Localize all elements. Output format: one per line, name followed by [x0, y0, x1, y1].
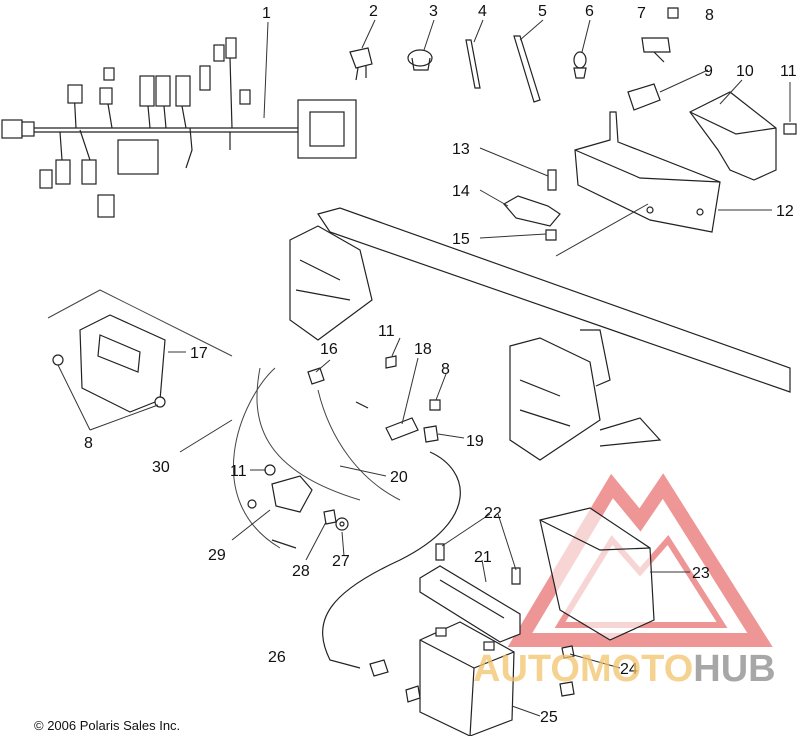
callout-15: 15 — [452, 231, 470, 248]
part-solenoid-29 — [247, 464, 313, 549]
part-14-horn — [503, 195, 561, 227]
part-22-bolts — [435, 543, 521, 585]
callout-6: 6 — [585, 3, 594, 20]
callout-10: 10 — [736, 63, 754, 80]
part-9-relay — [627, 83, 661, 111]
callout-4: 4 — [478, 3, 487, 20]
callout-12: 12 — [776, 203, 794, 220]
part-23-battery-box — [539, 507, 655, 641]
callout-21: 21 — [474, 549, 492, 566]
part-16-nut — [307, 367, 369, 409]
part-10-cover — [689, 91, 777, 181]
copyright-notice: © 2006 Polaris Sales Inc. — [34, 718, 181, 733]
part-28-nut — [323, 509, 337, 525]
callout-2: 2 — [369, 3, 378, 20]
callout-17: 17 — [190, 345, 208, 362]
callout-8-top: 8 — [705, 7, 714, 24]
part-26-cable-end — [369, 659, 421, 703]
callout-14: 14 — [452, 183, 470, 200]
watermark-word-b: HUB — [693, 648, 776, 690]
part-15-nut — [545, 229, 557, 241]
part-13-screw — [547, 169, 557, 191]
leader-lines — [57, 19, 791, 717]
callout-19: 19 — [466, 433, 484, 450]
frame — [289, 207, 791, 461]
part-2-connector — [349, 47, 373, 81]
callout-29: 29 — [208, 547, 226, 564]
callout-28: 28 — [292, 563, 310, 580]
callout-11-top: 11 — [780, 63, 797, 80]
part-25-battery — [419, 621, 515, 736]
callout-1: 1 — [262, 5, 271, 22]
cables — [232, 367, 461, 669]
part-3-switch — [407, 49, 433, 71]
wire-harness — [1, 37, 357, 218]
callout-27: 27 — [332, 553, 350, 570]
callout-9: 9 — [704, 63, 713, 80]
part-8-nut-top — [667, 7, 679, 19]
callout-13: 13 — [452, 141, 470, 158]
part-21-strap — [419, 565, 521, 643]
part-11-screw-mid — [385, 355, 397, 369]
part-19-clip — [423, 425, 439, 443]
callout-30: 30 — [152, 459, 170, 476]
callout-8-mid: 8 — [441, 361, 450, 378]
part-11-screw-top — [783, 123, 797, 135]
callout-24: 24 — [620, 661, 638, 678]
part-17-plate — [47, 289, 233, 413]
part-27-washer — [335, 517, 349, 531]
callout-labels: 1 2 3 4 5 6 7 8 9 10 11 11 12 13 14 15 1… — [84, 3, 797, 726]
callout-7: 7 — [637, 5, 646, 22]
part-5-rod — [513, 35, 541, 103]
callout-11-mid: 11 — [378, 323, 395, 340]
part-7-bracket — [641, 37, 671, 63]
callout-26: 26 — [268, 649, 286, 666]
callout-22: 22 — [484, 505, 502, 522]
callout-23: 23 — [692, 565, 710, 582]
part-8-nut-mid — [429, 399, 441, 411]
callout-3: 3 — [429, 3, 438, 20]
part-12-bracket — [574, 111, 721, 233]
callout-11-low: 11 — [230, 463, 247, 480]
callout-18: 18 — [414, 341, 432, 358]
part-6-bulb — [573, 51, 587, 79]
callout-5: 5 — [538, 3, 547, 20]
watermark-word-a: AUTOMOTO — [473, 648, 694, 690]
part-18-spring — [385, 417, 419, 441]
callout-16: 16 — [320, 341, 338, 358]
callout-20: 20 — [390, 469, 408, 486]
part-4-rod — [465, 39, 481, 89]
part-24-nut — [559, 645, 575, 697]
callout-25: 25 — [540, 709, 558, 726]
callout-8-left: 8 — [84, 435, 93, 452]
watermark-text: AUTOMOTOHUB — [473, 648, 776, 691]
